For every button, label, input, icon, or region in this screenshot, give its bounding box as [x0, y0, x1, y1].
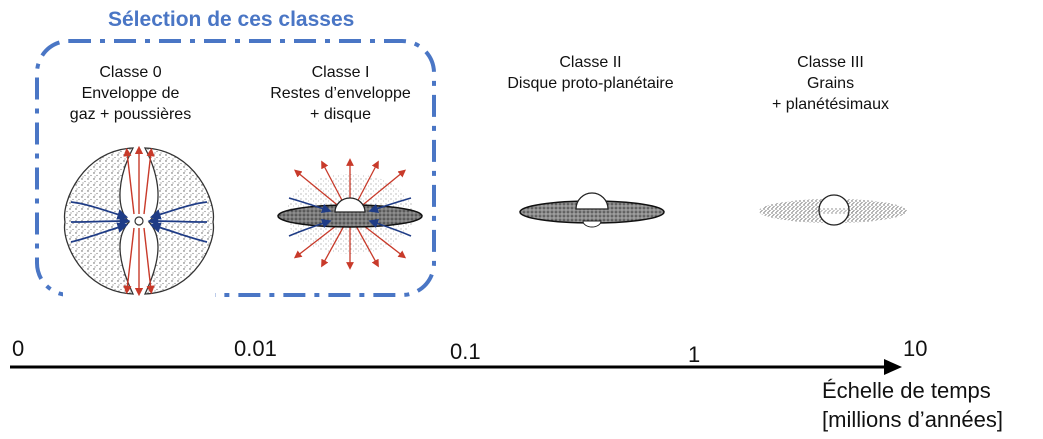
tick-label-0-1: 0.1 [450, 339, 481, 364]
tick-label-0: 0 [12, 336, 25, 361]
axis-title-line-1: Échelle de temps [822, 378, 991, 403]
axis-arrowhead [884, 359, 902, 375]
class-2-name: Classe II [559, 54, 622, 71]
class-2-label: Classe II Disque proto-planétaire [488, 52, 693, 94]
class-0-desc-1: Enveloppe de [81, 85, 180, 102]
time-axis [10, 359, 902, 375]
class-3-desc-2: + planétésimaux [772, 96, 889, 113]
class-1-desc-1: Restes d’enveloppe [270, 85, 411, 102]
class-3-name: Classe III [797, 54, 864, 71]
selection-title: Sélection de ces classes [108, 8, 355, 31]
class-1-name: Classe I [311, 64, 370, 81]
axis-title: Échelle de temps [millions d’années] [822, 376, 1003, 434]
axis-title-line-2: [millions d’années] [822, 407, 1003, 432]
tick-label-1: 1 [688, 342, 701, 367]
class-0-label: Classe 0 Enveloppe de gaz + poussières [48, 62, 213, 125]
class-1-desc-2: + disque [310, 106, 371, 123]
class-0-name: Classe 0 [99, 64, 162, 81]
protoplanetary-disk-icon [515, 183, 670, 233]
class-3-label: Classe III Grains + planétésimaux [738, 52, 923, 115]
class-0-desc-2: gaz + poussières [69, 106, 192, 123]
class-1-label: Classe I Restes d’enveloppe + disque [258, 62, 423, 125]
tick-label-0-01: 0.01 [234, 336, 277, 361]
debris-disk-icon [755, 180, 911, 235]
tick-label-10: 10 [903, 336, 928, 361]
envelope-outflow-icon [63, 142, 215, 300]
class-2-desc-1: Disque proto-planétaire [507, 75, 674, 92]
disk-envelope-icon [275, 158, 425, 270]
class-3-desc-1: Grains [806, 75, 855, 92]
